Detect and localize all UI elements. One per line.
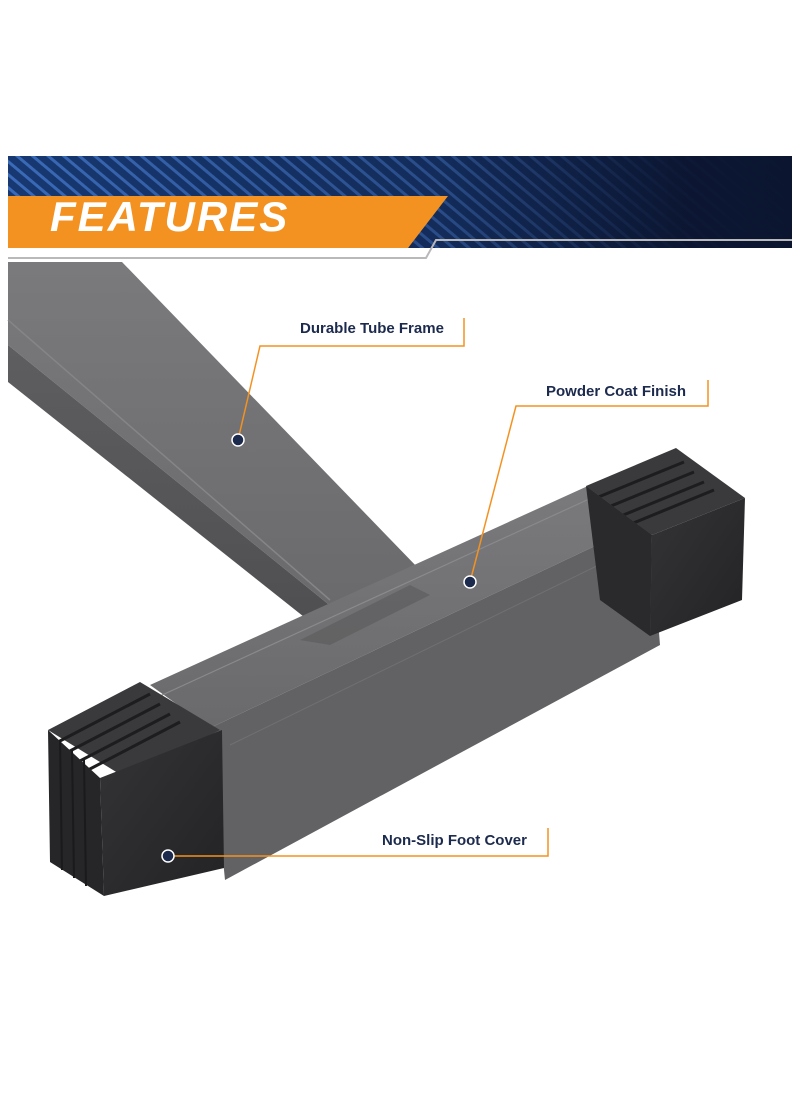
features-banner [8, 156, 792, 259]
back-tube [7, 262, 420, 628]
right-foot-cover [586, 448, 745, 636]
front-tube [150, 485, 660, 880]
left-foot-cover [48, 682, 224, 896]
marker-dot-icon [231, 433, 245, 447]
callout-powder-coat-finish [463, 380, 709, 589]
callout-label-non-slip-foot-cover: Non-Slip Foot Cover [382, 832, 527, 849]
banner-title: FEATURES [50, 193, 290, 240]
callout-label-powder-coat-finish: Powder Coat Finish [546, 383, 687, 400]
marker-dot-icon [161, 849, 175, 863]
callout-durable-tube-frame [231, 318, 465, 447]
callout-non-slip-foot-cover [161, 828, 549, 863]
marker-dot-icon [463, 575, 477, 589]
callout-label-durable-tube-frame: Durable Tube Frame [300, 320, 444, 337]
